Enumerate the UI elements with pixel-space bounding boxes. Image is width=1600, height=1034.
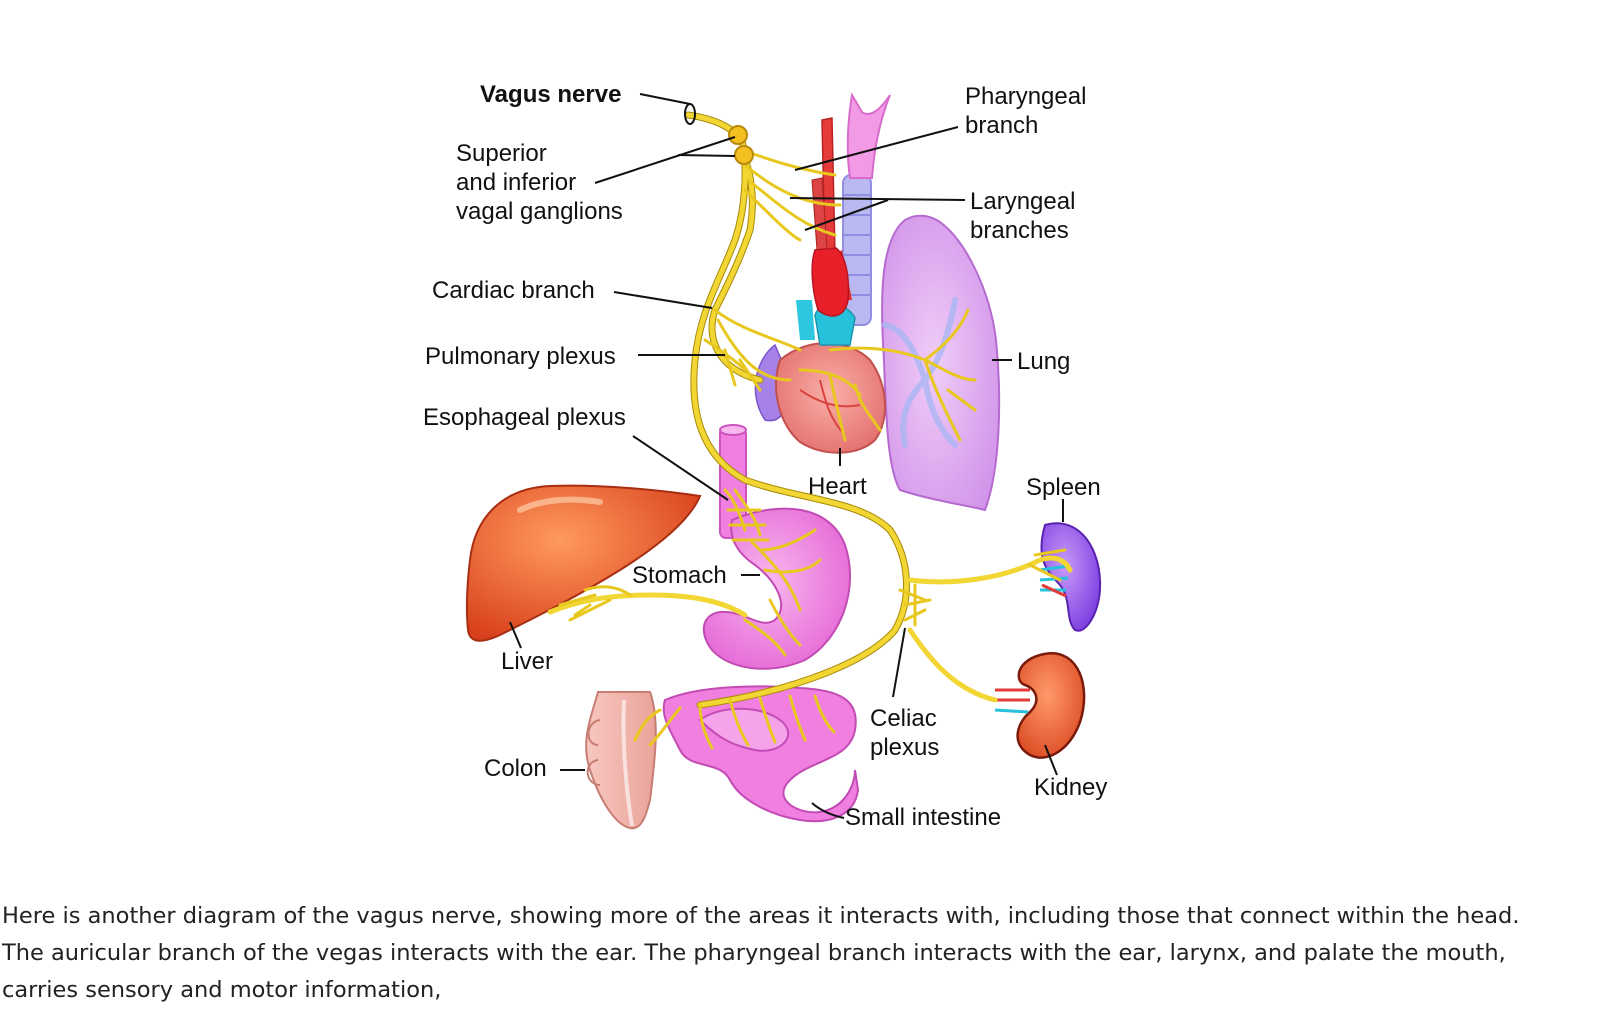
colon-organ <box>585 691 657 830</box>
label-ganglia-line1: Superior <box>456 140 547 167</box>
label-cardiac-branch: Cardiac branch <box>432 277 595 304</box>
caption-line-3: carries sensory and motor information, <box>2 977 442 1003</box>
label-ganglia-line3: vagal ganglions <box>456 198 623 225</box>
caption: Here is another diagram of the vagus ner… <box>2 898 1592 1009</box>
vagus-nerve-diagram: Vagus nerve Superior and inferior vagal … <box>423 81 1107 831</box>
label-pulmonary-plexus: Pulmonary plexus <box>425 343 616 370</box>
kidney-organ <box>1016 652 1086 759</box>
small-intestine-organ <box>662 685 860 823</box>
label-lung: Lung <box>1017 348 1070 375</box>
leader-lines <box>509 93 1064 819</box>
lung-organ <box>881 214 1001 512</box>
label-ganglia-line2: and inferior <box>456 169 576 196</box>
label-stomach: Stomach <box>632 562 727 589</box>
label-esophageal-plexus: Esophageal plexus <box>423 404 626 431</box>
label-pharyngeal-line2: branch <box>965 112 1038 139</box>
label-heart: Heart <box>808 473 867 500</box>
label-laryngeal-line1: Laryngeal <box>970 188 1075 215</box>
spleen-organ <box>1040 522 1102 632</box>
caption-line-1: Here is another diagram of the vagus ner… <box>2 903 1520 929</box>
label-spleen: Spleen <box>1026 474 1101 501</box>
label-kidney: Kidney <box>1034 774 1107 801</box>
vagus-nerve-paths <box>547 111 1073 750</box>
pharynx <box>846 92 891 179</box>
stomach-organ <box>702 507 851 670</box>
label-celiac-line1: Celiac <box>870 705 937 732</box>
liver-organ <box>465 484 702 642</box>
label-small-intestine: Small intestine <box>845 804 1001 831</box>
label-celiac-line2: plexus <box>870 734 939 761</box>
caption-line-2: The auricular branch of the vegas intera… <box>2 940 1506 966</box>
label-pharyngeal-line1: Pharyngeal <box>965 83 1086 110</box>
label-laryngeal-line2: branches <box>970 217 1069 244</box>
label-colon: Colon <box>484 755 547 782</box>
label-liver: Liver <box>501 648 553 675</box>
label-vagus-nerve: Vagus nerve <box>480 81 621 108</box>
